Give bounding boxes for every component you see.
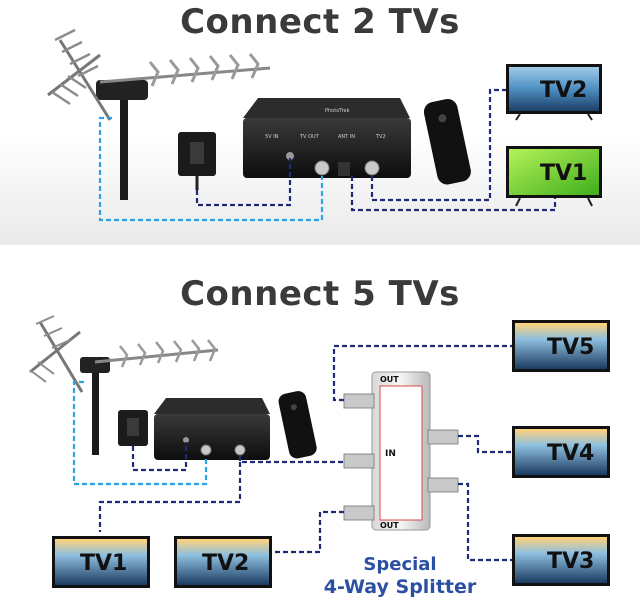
bottom-cables (72, 344, 512, 562)
tv1-label: TV1 (80, 551, 127, 576)
splitter-out-label-top: OUT (380, 375, 399, 384)
tv1-icon: TV1 (52, 536, 150, 588)
device-brand-label: PhotoTrek (325, 108, 350, 114)
port-label-5v: 5V IN (265, 134, 279, 140)
tv2-icon: TV2 (174, 536, 272, 588)
tv4-icon: TV4 (512, 426, 610, 478)
connect-5-tvs-heading: Connect 5 TVs (180, 274, 460, 314)
bottom-diagram: IN OUT OUT TV5 TV4 (29, 315, 610, 588)
amplifier-box-icon: PhotoTrek 5V IN TV OUT ANT IN TV2 (243, 98, 411, 178)
splitter-out-label-bottom: OUT (380, 521, 399, 530)
tv2-label: TV2 (540, 78, 587, 103)
port-label-tv-out: TV OUT (299, 134, 320, 140)
splitter-caption-line2: 4-Way Splitter (323, 576, 477, 598)
connect-2-tvs-heading: Connect 2 TVs (180, 2, 460, 42)
port-label-tv2: TV2 (375, 134, 386, 140)
four-way-splitter-icon: IN OUT OUT (343, 371, 459, 531)
tv4-label: TV4 (547, 441, 594, 466)
power-adapter-icon (178, 132, 216, 190)
splitter-in-label: IN (385, 449, 396, 459)
top-panel: Connect 2 TVs (0, 0, 640, 245)
tv3-label: TV3 (547, 549, 594, 574)
top-diagram: PhotoTrek 5V IN TV OUT ANT IN TV2 (47, 28, 602, 222)
antenna-icon (29, 315, 219, 455)
remote-control-icon (423, 98, 471, 185)
tv5-label: TV5 (547, 335, 594, 360)
tv2-icon: TV2 (506, 64, 602, 121)
tv2-label: TV2 (202, 551, 249, 576)
port-label-ant-in: ANT IN (338, 134, 355, 140)
remote-control-icon (278, 391, 317, 459)
power-adapter-icon (118, 410, 148, 446)
bottom-panel: Connect 5 TVs (0, 262, 640, 603)
antenna-icon (47, 28, 271, 200)
amplifier-box-icon (154, 398, 270, 460)
tv5-icon: TV5 (512, 320, 610, 372)
top-cables (98, 88, 557, 222)
tv1-label: TV1 (540, 161, 587, 186)
splitter-caption-line1: Special (363, 554, 437, 575)
tv3-icon: TV3 (512, 534, 610, 586)
tv1-icon: TV1 (506, 146, 602, 207)
